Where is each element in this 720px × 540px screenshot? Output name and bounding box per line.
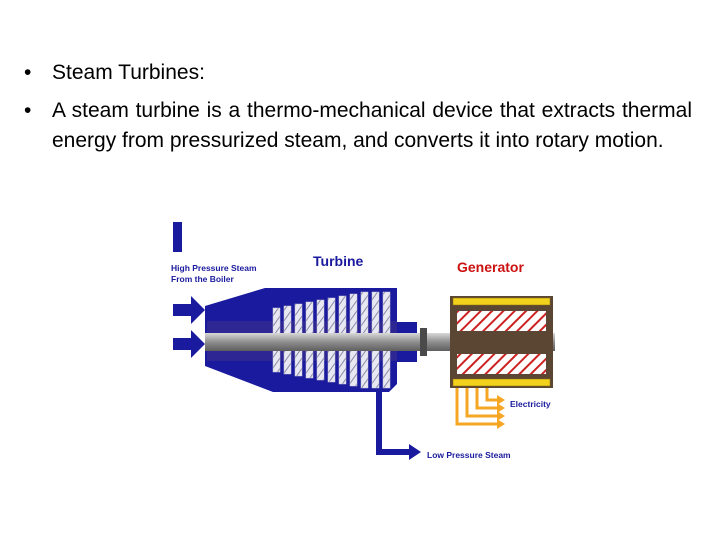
electricity-arrow xyxy=(465,388,497,418)
bullet-marker: • xyxy=(24,99,32,122)
steam-turbine-diagram: High Pressure Steam From the Boiler Turb… xyxy=(165,218,575,472)
inlet-arrow-upper xyxy=(173,296,205,324)
exhaust-pipe xyxy=(376,390,409,455)
electricity-arrow xyxy=(475,388,497,410)
exhaust-arrowhead xyxy=(409,444,421,460)
bullet-list: • Steam Turbines: • A steam turbine is a… xyxy=(24,58,692,164)
generator-windings-top xyxy=(452,297,551,306)
steam-inlet-arrows xyxy=(173,296,205,358)
inlet-label-line2: From the Boiler xyxy=(171,274,235,284)
bullet-item-title: • Steam Turbines: xyxy=(24,58,692,88)
generator-label: Generator xyxy=(457,259,524,275)
bullet-marker: • xyxy=(24,61,32,84)
electricity-arrow xyxy=(455,388,497,426)
shaft-coupling xyxy=(420,328,427,356)
electricity-arrows xyxy=(455,388,497,426)
generator-coil-upper xyxy=(457,311,546,331)
bullet-text: Steam Turbines: xyxy=(52,61,205,84)
generator-coil-lower xyxy=(457,354,546,374)
inlet-label-line1: High Pressure Steam xyxy=(171,263,257,273)
outlet-label: Low Pressure Steam xyxy=(427,450,511,460)
generator-casing xyxy=(450,296,553,388)
turbine-label: Turbine xyxy=(313,253,364,269)
generator-windings-bottom xyxy=(452,378,551,387)
electricity-arrow xyxy=(485,388,497,402)
electricity-arrowheads xyxy=(497,395,505,429)
bullet-text: A steam turbine is a thermo-mechanical d… xyxy=(52,99,692,152)
inlet-pipe xyxy=(173,222,182,252)
electricity-label: Electricity xyxy=(510,399,551,409)
bullet-item-definition: • A steam turbine is a thermo-mechanical… xyxy=(24,96,692,156)
inlet-arrow-lower xyxy=(173,330,205,358)
